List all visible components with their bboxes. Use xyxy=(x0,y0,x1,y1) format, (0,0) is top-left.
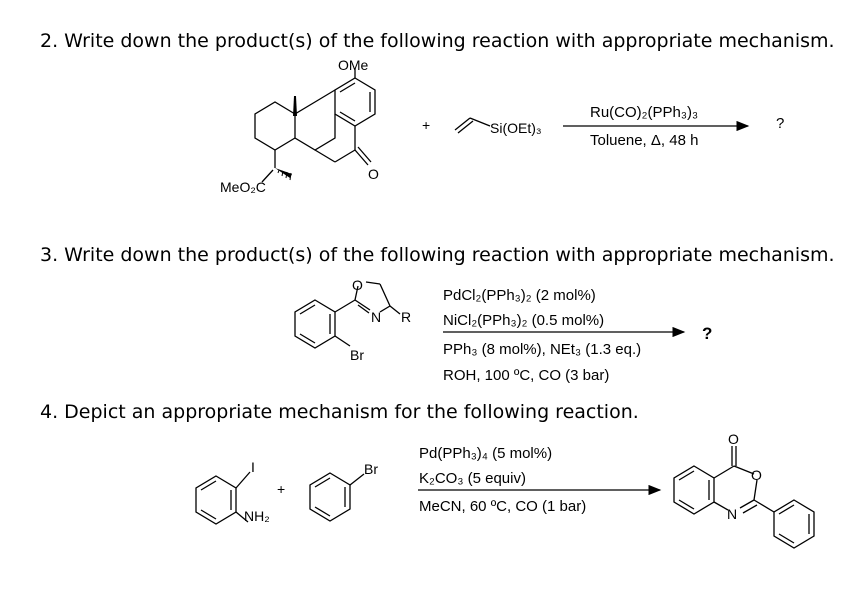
question-3-heading: 3. Write down the product(s) of the foll… xyxy=(40,244,835,266)
ester-label: MeO₂C xyxy=(220,179,266,195)
ketone-o-label: O xyxy=(368,166,379,182)
iodoaniline xyxy=(195,471,251,525)
benzoxazinone-product xyxy=(673,446,815,549)
reaction-3-cond-1: PdCl₂(PPh₃)₂ (2 mol%) xyxy=(443,287,596,304)
reaction-3-cond-3: PPh₃ (8 mol%), NEt₃ (1.3 eq.) xyxy=(443,341,641,358)
reaction-3-substrate xyxy=(294,281,401,349)
product-ring-o-label: O xyxy=(751,467,762,483)
reaction-4-cond-2: K₂CO₃ (5 equiv) xyxy=(419,470,526,487)
ome-label: OMe xyxy=(338,57,369,73)
reaction-4-cond-1: Pd(PPh₃)₄ (5 mol%) xyxy=(419,445,552,462)
silane-label: Si(OEt)₃ xyxy=(490,120,542,136)
vinylsilane xyxy=(454,117,491,134)
plus-sign: + xyxy=(422,117,430,133)
hashed-bond xyxy=(277,169,292,181)
oxazoline-o-label: O xyxy=(352,277,363,293)
reaction-2-product: ? xyxy=(776,115,784,132)
reaction-4-br-label: Br xyxy=(364,461,378,477)
r-group-label: R xyxy=(401,309,411,325)
reaction-3-cond-2: NiCl₂(PPh₃)₂ (0.5 mol%) xyxy=(443,312,604,329)
iodo-label: I xyxy=(251,459,255,475)
product-carbonyl-o-label: O xyxy=(728,431,739,447)
question-4-heading: 4. Depict an appropriate mechanism for t… xyxy=(40,401,639,423)
reaction-3-product: ? xyxy=(702,324,712,343)
product-n-label: N xyxy=(727,506,737,522)
reaction-3-br-label: Br xyxy=(350,347,364,363)
reaction-2-catalyst: Ru(CO)₂(PPh₃)₃ xyxy=(590,104,698,121)
bromobenzene xyxy=(309,472,365,522)
oxazoline-n-label: N xyxy=(371,309,381,325)
reaction-4-cond-3: MeCN, 60 ºC, CO (1 bar) xyxy=(419,498,586,515)
reaction-2-substrate xyxy=(254,68,376,168)
reaction-2-conditions: Toluene, Δ, 48 h xyxy=(590,132,698,149)
nh2-label: NH₂ xyxy=(244,508,270,524)
question-2-heading: 2. Write down the product(s) of the foll… xyxy=(40,30,835,52)
wedge-bond xyxy=(275,168,292,178)
reaction-3-cond-4: ROH, 100 ºC, CO (3 bar) xyxy=(443,367,609,384)
reaction-4-plus-sign: + xyxy=(277,481,285,497)
